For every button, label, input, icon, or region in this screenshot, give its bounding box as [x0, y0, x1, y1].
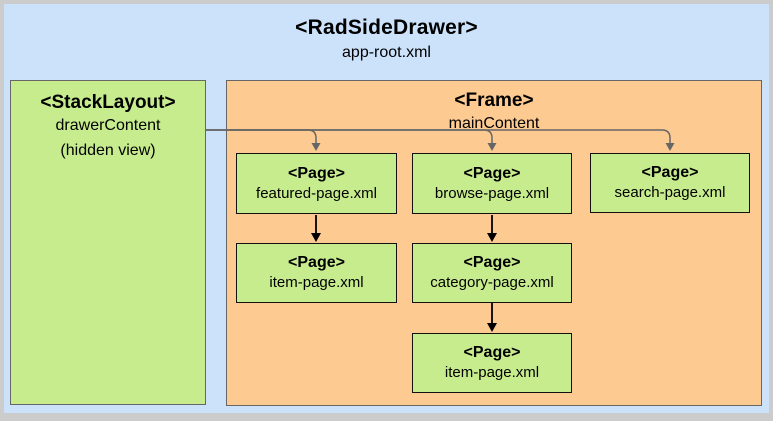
- radsidedrawer-file: app-root.xml: [342, 44, 431, 61]
- page-title: <Page>: [463, 254, 521, 271]
- frame-title: <Frame>: [454, 90, 534, 111]
- page-title: <Page>: [288, 164, 345, 182]
- node-page-item-category: <Page> item-page.xml: [412, 333, 572, 393]
- node-page-browse: <Page> browse-page.xml: [412, 153, 572, 214]
- page-title: <Page>: [463, 344, 521, 361]
- stacklayout-title: <StackLayout>: [40, 92, 176, 113]
- page-title: <Page>: [641, 164, 699, 181]
- node-page-featured: <Page> featured-page.xml: [236, 153, 397, 214]
- stacklayout-note: (hidden view): [60, 142, 156, 159]
- node-stacklayout-drawer: <StackLayout> drawerContent (hidden view…: [10, 80, 206, 405]
- page-file: category-page.xml: [430, 274, 554, 291]
- node-page-search: <Page> search-page.xml: [590, 153, 750, 213]
- page-file: search-page.xml: [614, 184, 726, 201]
- page-file: browse-page.xml: [434, 184, 550, 202]
- page-title: <Page>: [463, 164, 521, 182]
- radsidedrawer-title: <RadSideDrawer>: [295, 16, 478, 39]
- page-file: item-page.xml: [269, 274, 364, 291]
- page-file: item-page.xml: [444, 364, 540, 381]
- page-file: featured-page.xml: [256, 184, 377, 202]
- node-page-category: <Page> category-page.xml: [412, 243, 572, 303]
- page-title: <Page>: [288, 254, 345, 271]
- stacklayout-id: drawerContent: [55, 117, 161, 134]
- frame-id: mainContent: [448, 115, 540, 132]
- node-page-item-featured: <Page> item-page.xml: [236, 243, 397, 303]
